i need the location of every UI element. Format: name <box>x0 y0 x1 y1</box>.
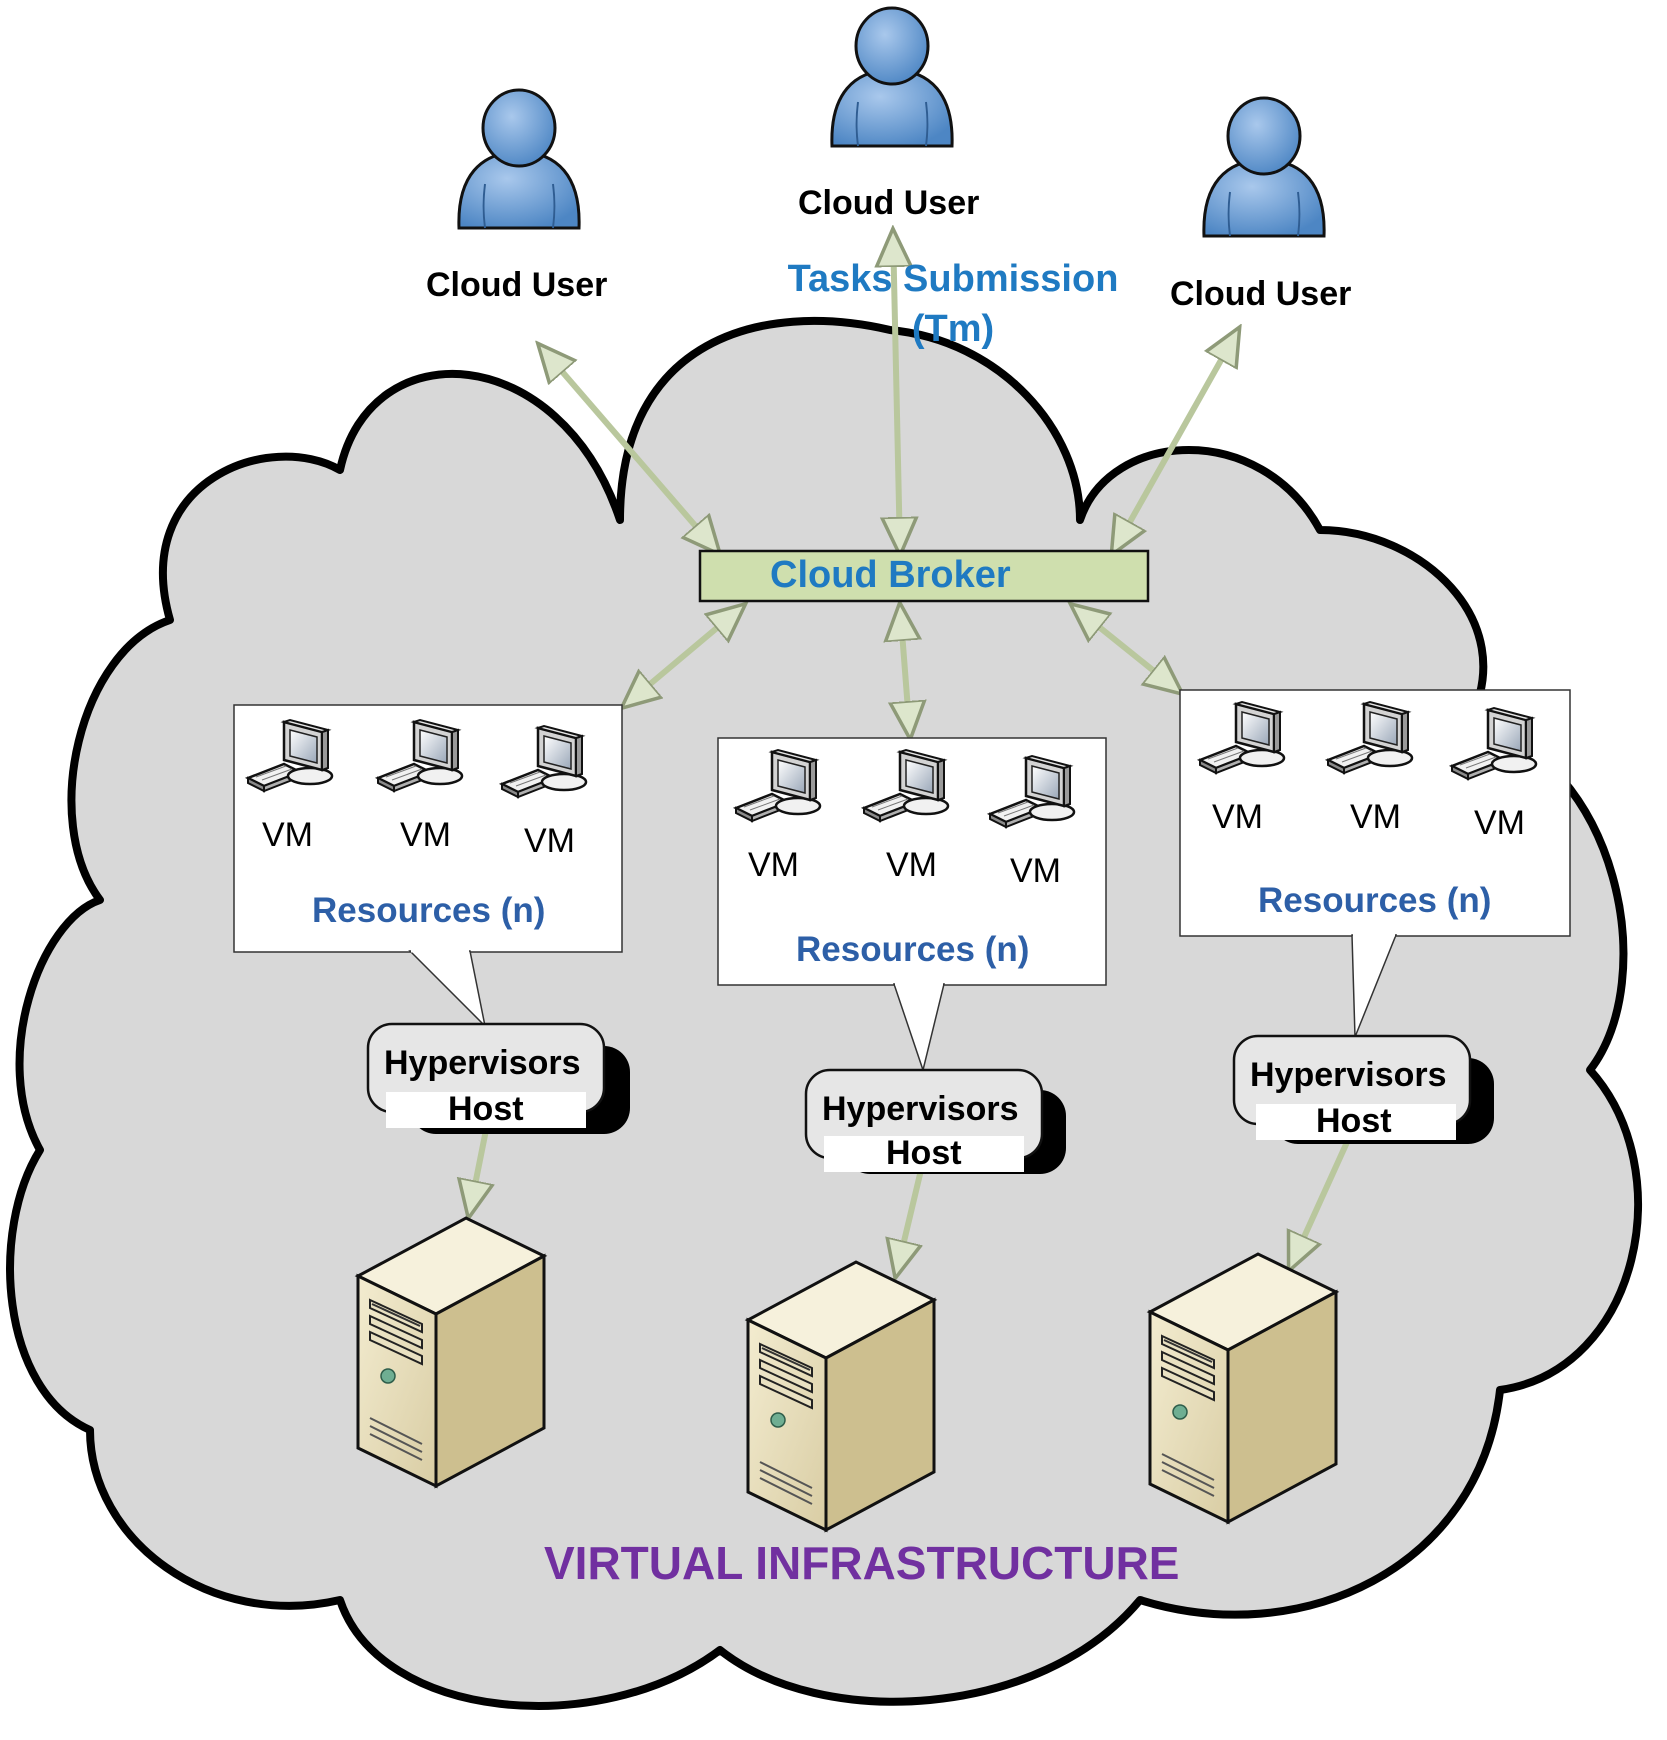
arrow-broker-res1 <box>624 606 743 706</box>
user-icon <box>1202 96 1326 238</box>
vm-label: VM <box>748 846 799 884</box>
virtual-infrastructure-label: VIRTUAL INFRASTRUCTURE <box>544 1537 1180 1589</box>
cloud-user-label: Cloud User <box>426 266 608 304</box>
resources-label: Resources (n) <box>312 891 546 930</box>
vm-label: VM <box>1350 798 1401 836</box>
hypervisor-server-connectors <box>469 1129 1351 1275</box>
host-label: Host <box>886 1134 962 1172</box>
host-label: Host <box>1316 1102 1392 1140</box>
cloud-user-label: Cloud User <box>1170 275 1352 313</box>
cloud-broker-label: Cloud Broker <box>770 554 1011 596</box>
vm-label: VM <box>1474 804 1525 842</box>
arrow-hyp3-server <box>1290 1138 1351 1268</box>
tasks-submission-label: Tasks Submission (Tm) <box>770 254 1136 354</box>
tasks-submission-line1: Tasks Submission <box>787 258 1119 300</box>
cloud-user-label: Cloud User <box>798 184 980 222</box>
vm-label: VM <box>262 816 313 854</box>
user-icon <box>830 6 954 148</box>
arrow-user2-broker <box>893 232 900 552</box>
arrow-hyp2-server <box>896 1169 921 1275</box>
vm-label: VM <box>400 816 451 854</box>
tasks-submission-line2: (Tm) <box>911 308 995 350</box>
arrow-broker-res3 <box>1073 606 1180 692</box>
hypervisors-label: Hypervisors <box>822 1090 1019 1128</box>
hypervisors-label: Hypervisors <box>384 1044 581 1082</box>
arrow-broker-res2 <box>900 606 910 736</box>
vm-label: VM <box>1010 852 1061 890</box>
vm-label: VM <box>1212 798 1263 836</box>
resources-label: Resources (n) <box>796 930 1030 969</box>
connectors <box>540 232 1238 736</box>
arrow-user3-broker <box>1113 330 1238 552</box>
user-icon <box>457 88 581 230</box>
resources-label: Resources (n) <box>1258 881 1492 920</box>
arrow-user1-broker <box>540 346 718 552</box>
vm-label: VM <box>886 846 937 884</box>
cloud-broker-box <box>698 549 1150 603</box>
host-label: Host <box>448 1090 524 1128</box>
arrow-hyp1-server <box>469 1129 486 1215</box>
hypervisors-label: Hypervisors <box>1250 1056 1447 1094</box>
vm-label: VM <box>524 822 575 860</box>
